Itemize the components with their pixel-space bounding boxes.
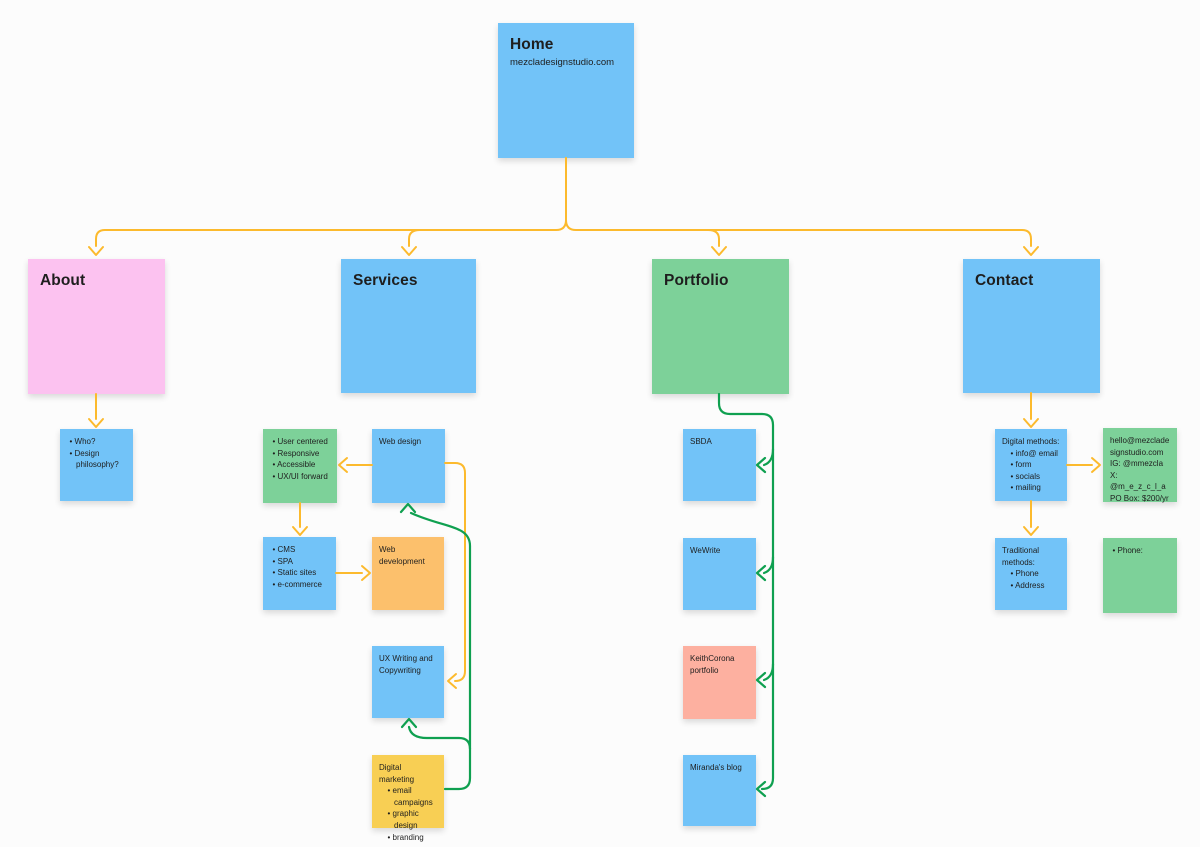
node-portfolio[interactable]: Portfolio: [652, 259, 789, 394]
home-subtitle: mezcladesignstudio.com: [510, 57, 615, 68]
node-about[interactable]: About: [28, 259, 165, 394]
node-mirandas-blog[interactable]: Miranda's blog: [683, 755, 756, 826]
node-ux-writing[interactable]: UX Writing and Copywriting: [372, 646, 444, 718]
connector-chain-to-wewrite: [755, 555, 775, 582]
connector-web-design-to-principles: [338, 457, 373, 473]
connector-principles-to-tech: [292, 502, 308, 536]
about-notes-bullets: Who? Design philosophy?: [67, 436, 127, 471]
digital-methods-bullets: info@ email form socials mailing: [1002, 448, 1061, 494]
wewrite-label: WeWrite: [690, 546, 721, 555]
about-title: About: [40, 272, 86, 289]
contact-details-email: hello@mezcladesignstudio.com: [1110, 436, 1170, 457]
sbda-label: SBDA: [690, 437, 712, 446]
phone-bullets: Phone:: [1110, 545, 1171, 557]
node-about-notes[interactable]: Who? Design philosophy?: [60, 429, 133, 501]
connector-digital-marketing-to-ux-writing: [400, 717, 472, 751]
connector-about-to-notes: [88, 393, 104, 428]
node-web-design[interactable]: Web design: [372, 429, 445, 503]
connector-home-to-services: [401, 229, 421, 256]
home-title: Home: [510, 36, 554, 53]
connector-home-to-about: [88, 157, 567, 256]
node-keithcorona[interactable]: KeithCorona portfolio: [683, 646, 756, 719]
node-home[interactable]: Home mezcladesignstudio.com: [498, 23, 634, 158]
services-title: Services: [353, 272, 418, 289]
digital-marketing-heading: Digital marketing: [379, 763, 415, 784]
connector-home-to-contact: [565, 157, 1039, 256]
contact-details-x: X: @m_e_z_c_l_a: [1110, 470, 1166, 492]
traditional-methods-bullets: Phone Address: [1002, 568, 1061, 591]
node-services[interactable]: Services: [341, 259, 476, 393]
connector-chain-to-sbda: [755, 447, 775, 474]
node-web-development[interactable]: Web development: [372, 537, 444, 610]
connector-digital-to-traditional: [1023, 500, 1039, 536]
contact-details-pobox: PO Box: $200/yr: [1110, 493, 1169, 503]
connector-web-design-to-ux-writing: [444, 462, 466, 689]
node-services-principles[interactable]: User centered Responsive Accessible UX/U…: [263, 429, 337, 503]
connector-tech-to-web-development: [335, 565, 371, 581]
node-contact-details[interactable]: hello@mezcladesignstudio.com IG: @mmezcl…: [1103, 428, 1177, 503]
web-development-label: Web development: [379, 545, 425, 566]
digital-methods-heading: Digital methods:: [1002, 437, 1060, 446]
digital-marketing-bullets: email campaigns graphic design branding: [379, 785, 438, 843]
services-tech-bullets: CMS SPA Static sites e-commerce: [270, 544, 330, 590]
node-digital-methods[interactable]: Digital methods: info@ email form social…: [995, 429, 1067, 501]
connector-chain-to-keithcorona: [755, 662, 775, 689]
node-sbda[interactable]: SBDA: [683, 429, 756, 501]
node-contact[interactable]: Contact: [963, 259, 1100, 393]
node-traditional-methods[interactable]: Traditional methods: Phone Address: [995, 538, 1067, 610]
node-phone[interactable]: Phone:: [1103, 538, 1177, 613]
connector-contact-to-digital-methods: [1023, 392, 1039, 428]
node-wewrite[interactable]: WeWrite: [683, 538, 756, 610]
keithcorona-label: KeithCorona portfolio: [690, 654, 735, 675]
connector-digital-methods-to-details: [1066, 457, 1101, 473]
portfolio-title: Portfolio: [664, 272, 729, 289]
node-digital-marketing[interactable]: Digital marketing email campaigns graphi…: [372, 755, 444, 842]
web-design-label: Web design: [379, 437, 422, 446]
services-principles-bullets: User centered Responsive Accessible UX/U…: [270, 436, 331, 482]
ux-writing-label: UX Writing and Copywriting: [379, 654, 433, 675]
contact-details-ig: IG: @mmezcla: [1110, 459, 1164, 469]
connector-home-to-portfolio: [707, 229, 727, 256]
mirandas-blog-label: Miranda's blog: [690, 763, 742, 772]
contact-title: Contact: [975, 272, 1034, 289]
node-services-tech[interactable]: CMS SPA Static sites e-commerce: [263, 537, 336, 610]
traditional-methods-heading: Traditional methods:: [1002, 546, 1040, 567]
